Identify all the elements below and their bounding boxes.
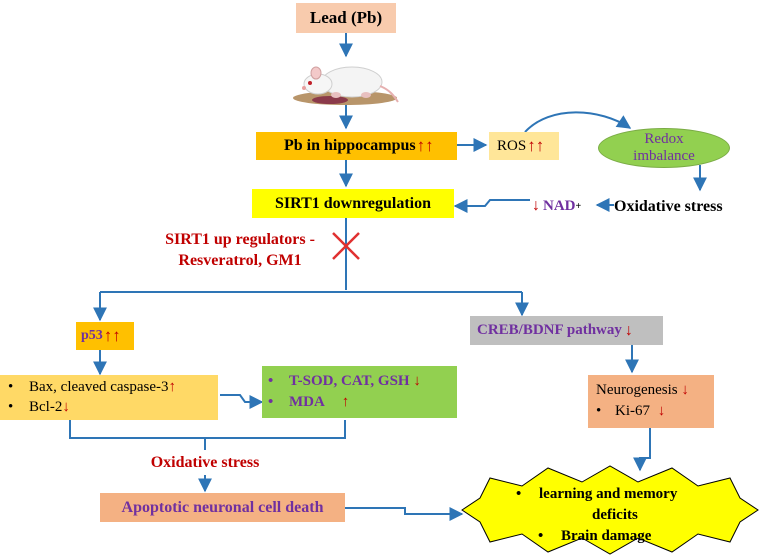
sirt1-box: SIRT1 downregulation xyxy=(252,189,454,218)
pb-hippocampus-box: Pb in hippocampus ↑↑ xyxy=(256,132,457,160)
outcome-item-1: • learning and memory xyxy=(500,484,730,505)
oxidative-stress-left: Oxidative stress xyxy=(140,452,270,474)
creb-bdnf-box: CREB/BDNF pathway ↓ xyxy=(470,316,663,345)
mda-label: MDA xyxy=(289,394,325,410)
bcl2-item: • Bcl-2↓ xyxy=(8,397,218,417)
bullet: • xyxy=(268,394,274,410)
nad-box: ↓ NAD + xyxy=(532,194,598,218)
ros-box: ROS ↑↑ xyxy=(489,132,559,160)
oxidative-stress-right-label: Oxidative stress xyxy=(614,198,723,215)
bax-item: • Bax, cleaved caspase-3↑ xyxy=(8,377,218,397)
tsod-label: T-SOD, CAT, GSH xyxy=(289,373,410,389)
lead-label: Lead (Pb) xyxy=(309,8,383,27)
nad-superscript: + xyxy=(575,200,582,212)
arrow-apoptotic-outcome xyxy=(345,507,464,521)
outcome-text: • learning and memory deficits • Brain d… xyxy=(500,484,730,547)
oxidative-stress-left-label: Oxidative stress xyxy=(150,454,260,471)
pb-hippocampus-up-arrows: ↑↑ xyxy=(416,136,434,155)
bax-up-arrow: ↑ xyxy=(168,379,177,395)
outcome-item-2: • Brain damage xyxy=(500,526,730,547)
neurogenesis-label: Neurogenesis xyxy=(596,382,678,398)
redox-line1: Redox xyxy=(644,131,684,147)
arrow-ros-redox xyxy=(524,111,632,133)
upregulators-line2: Resveratrol, GM1 xyxy=(178,252,302,269)
tsod-down-arrow: ↓ xyxy=(413,373,421,389)
outcome-line3: Brain damage xyxy=(561,528,652,544)
neurogenesis-box: Neurogenesis ↓ • Ki-67 ↓ xyxy=(588,375,714,428)
ki67-down-arrow: ↓ xyxy=(657,403,666,419)
nad-down-arrow: ↓ xyxy=(532,197,540,214)
nad-label: NAD xyxy=(543,197,576,214)
p53-box: p53 ↑↑ xyxy=(76,322,134,350)
pb-hippocampus-label: Pb in hippocampus xyxy=(284,137,416,154)
sirt1-label: SIRT1 downregulation xyxy=(274,194,432,212)
red-x-icon xyxy=(332,232,360,260)
bax-bcl2-box: • Bax, cleaved caspase-3↑ • Bcl-2↓ xyxy=(0,375,218,420)
neurogenesis-down-arrow: ↓ xyxy=(681,382,689,398)
outcome-starburst xyxy=(461,465,759,555)
bullet: • xyxy=(268,373,274,389)
sirt1-upregulators: SIRT1 up regulators - Resveratrol, GM1 xyxy=(150,229,330,271)
bullet: • xyxy=(516,486,522,502)
ros-label: ROS xyxy=(497,137,527,154)
p53-up-arrows: ↑↑ xyxy=(103,326,121,345)
outcome-line2: deficits xyxy=(592,507,638,523)
arrow-neuro-outcome xyxy=(633,428,651,472)
ki67-item: • Ki-67 ↓ xyxy=(596,401,714,422)
lead-box: Lead (Pb) xyxy=(296,3,396,33)
bullet: • xyxy=(8,399,14,415)
bcl2-label: Bcl-2 xyxy=(29,399,63,415)
upregulators-line1: SIRT1 up regulators - xyxy=(165,231,315,248)
rat-image xyxy=(293,66,399,105)
bax-label: Bax, cleaved caspase-3 xyxy=(29,379,169,395)
creb-bdnf-label: CREB/BDNF pathway xyxy=(477,322,622,338)
bullet: • xyxy=(8,379,14,395)
outcome-line1: learning and memory xyxy=(539,486,678,502)
mda-up-arrow: ↑ xyxy=(341,394,350,410)
tsod-item: • T-SOD, CAT, GSH ↓ xyxy=(268,371,457,392)
redox-imbalance-ellipse: Redox imbalance xyxy=(598,128,730,168)
neurogenesis-item: Neurogenesis ↓ xyxy=(596,380,714,401)
bracket-merge xyxy=(69,420,346,439)
tsod-mda-box: • T-SOD, CAT, GSH ↓ • MDA ↑ xyxy=(262,366,457,418)
ki67-label: Ki-67 xyxy=(615,403,651,419)
outcome-item-1b: deficits xyxy=(500,505,730,526)
arrow-bax-tsod xyxy=(220,394,264,409)
bullet: • xyxy=(596,403,602,419)
redox-line2: imbalance xyxy=(633,148,695,164)
apoptotic-label: Apoptotic neuronal cell death xyxy=(121,498,324,516)
arrow-nad-sirt1 xyxy=(453,199,530,213)
apoptotic-box: Apoptotic neuronal cell death xyxy=(100,493,345,522)
ros-up-arrows: ↑↑ xyxy=(527,136,545,155)
oxidative-stress-right: Oxidative stress xyxy=(614,196,754,218)
p53-label: p53 xyxy=(81,328,103,343)
bcl2-down-arrow: ↓ xyxy=(62,399,70,415)
bullet: • xyxy=(538,528,544,544)
creb-down-arrow: ↓ xyxy=(624,321,633,339)
mda-item: • MDA ↑ xyxy=(268,392,457,413)
